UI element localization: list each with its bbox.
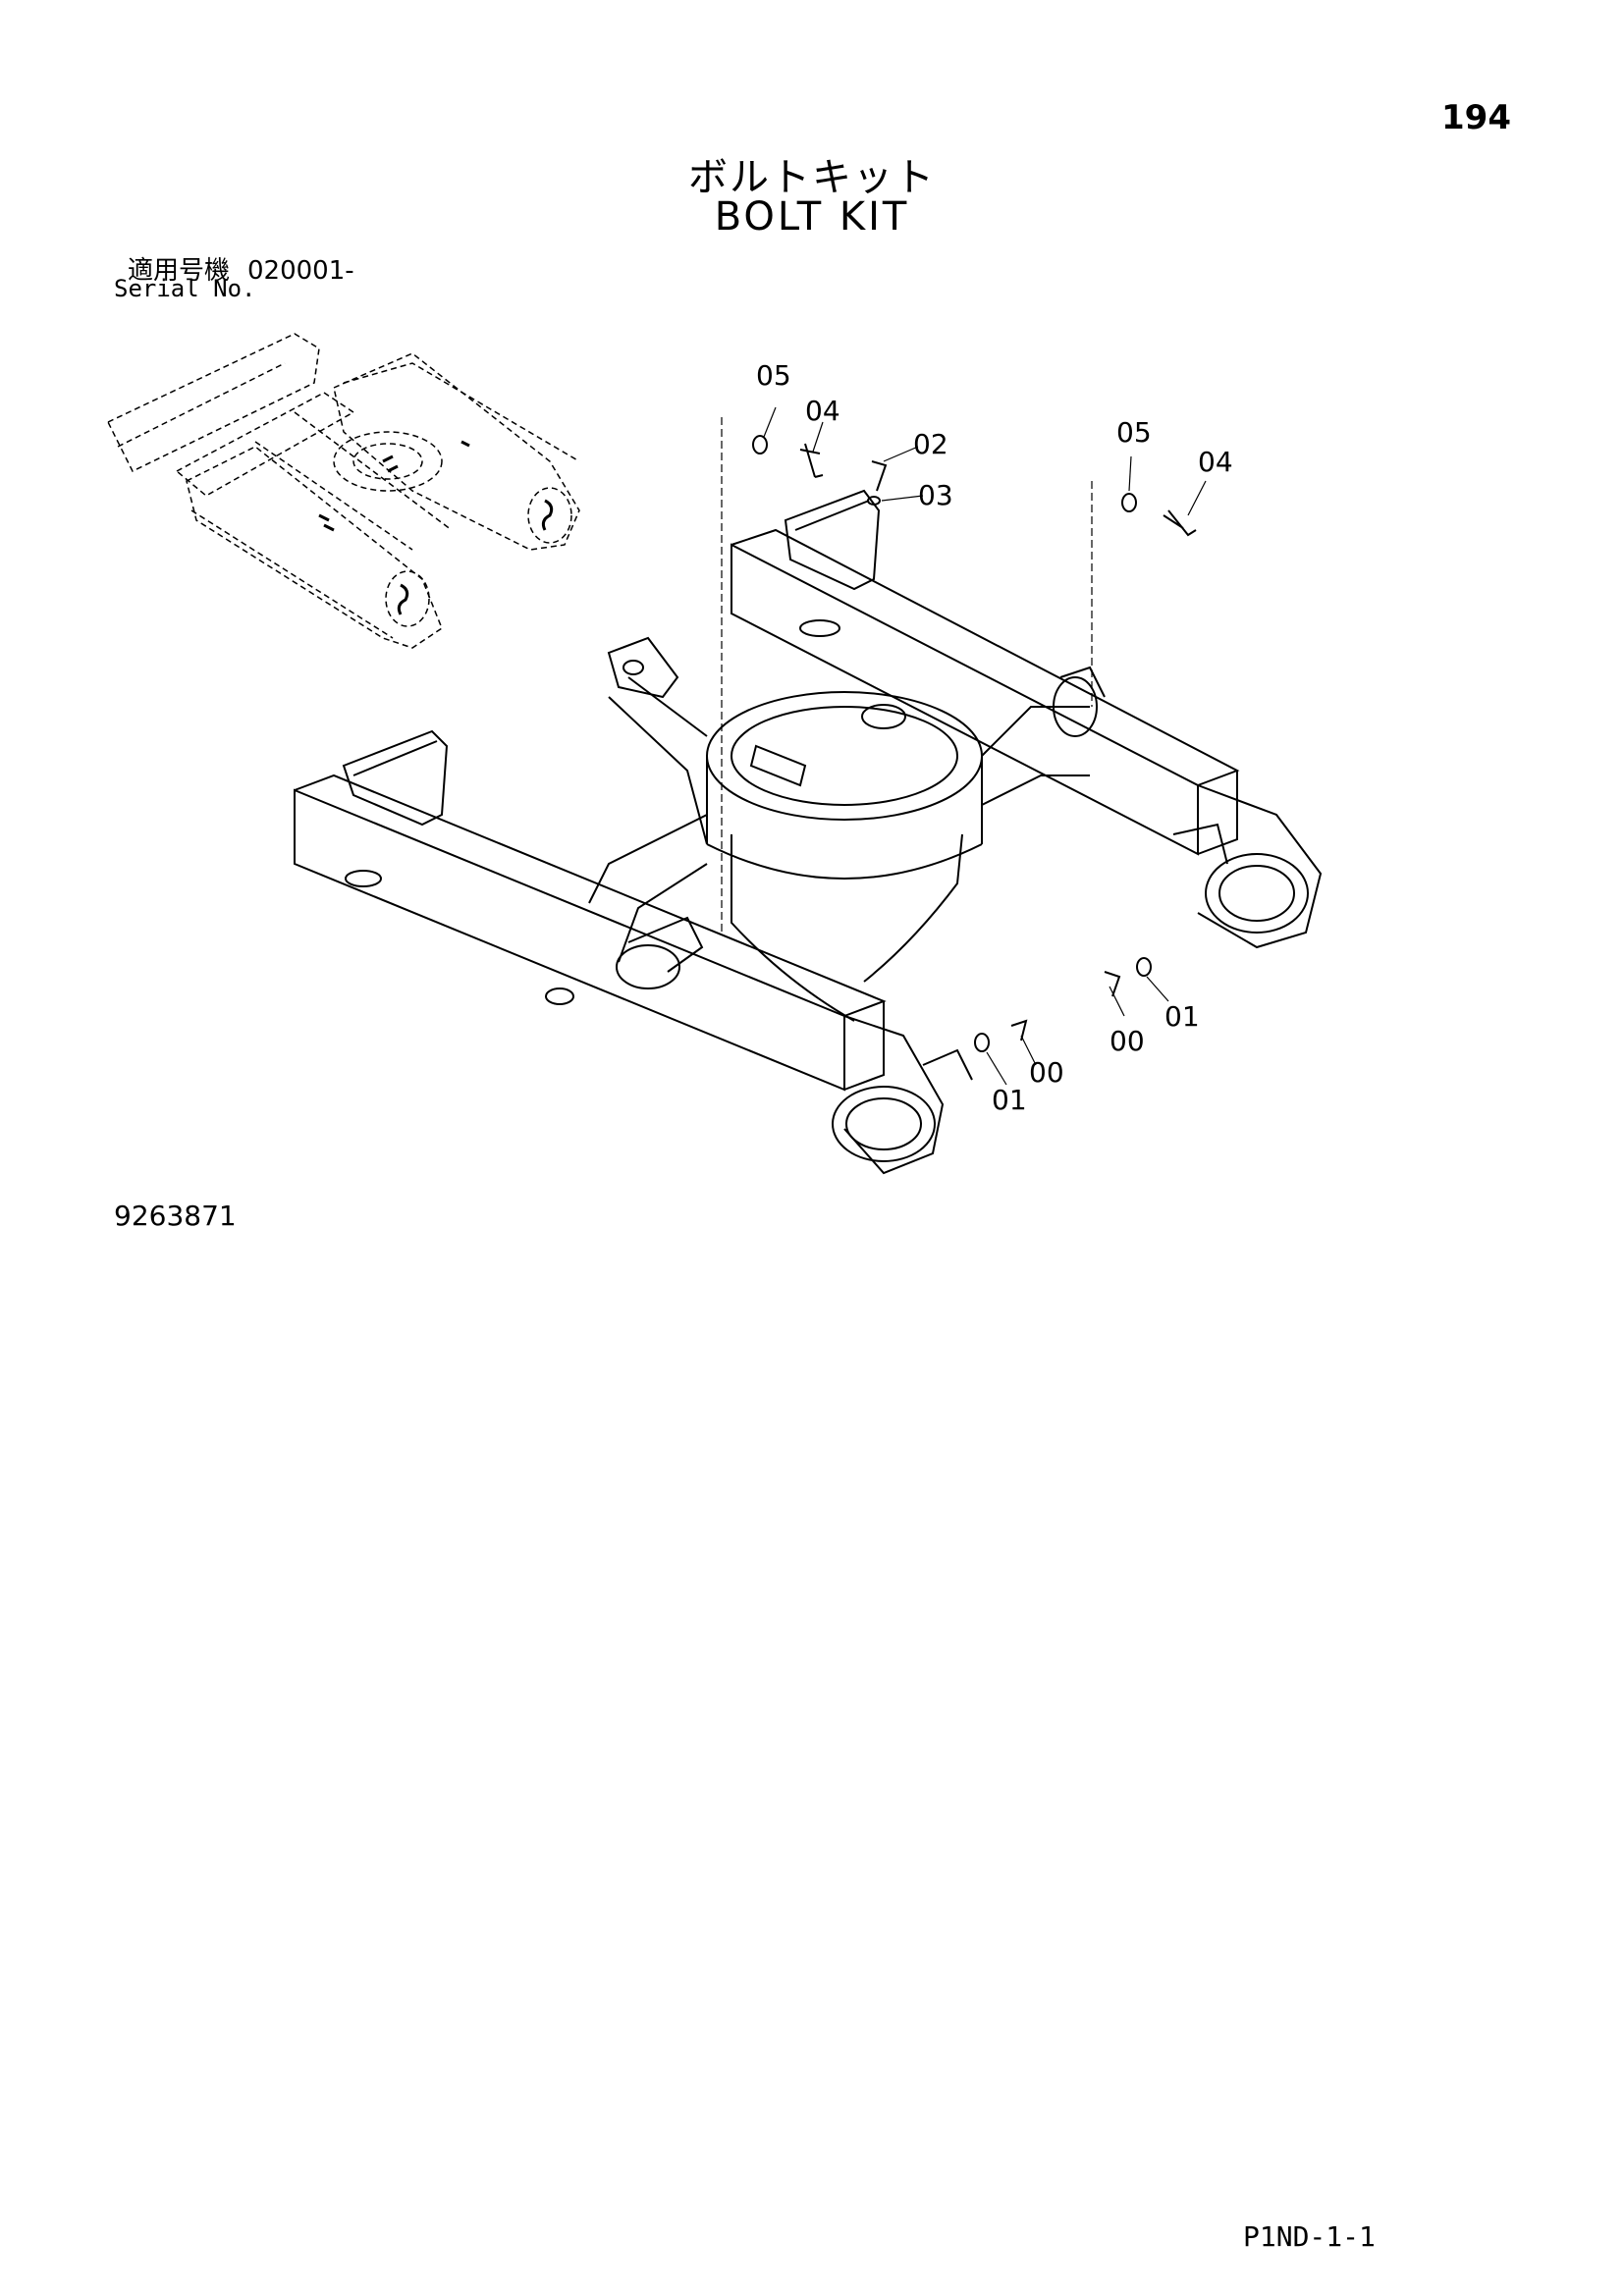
callout-label: 00 xyxy=(1029,1056,1064,1089)
page-number: 194 xyxy=(1441,98,1511,137)
callout-labels: 05 04 02 03 05 04 00 01 01 00 xyxy=(756,359,1233,1116)
callout-label: 02 xyxy=(913,428,948,460)
title-english: BOLT KIT xyxy=(714,194,910,240)
title-japanese: ボルトキット xyxy=(688,155,936,200)
page-code: P1ND-1-1 xyxy=(1243,2220,1376,2253)
callout-label: 01 xyxy=(992,1084,1027,1116)
callout-label: 04 xyxy=(1198,446,1233,478)
track-frame xyxy=(294,489,1323,1175)
callout-label: 01 xyxy=(1164,1000,1200,1033)
serial-row-japanese: 適用号機 020001- xyxy=(128,250,354,287)
serial-value: 020001- xyxy=(247,256,354,286)
leader-lines xyxy=(721,406,1207,1086)
overview-highlight-bolts xyxy=(318,440,554,615)
drawing-number: 9263871 xyxy=(114,1200,237,1232)
serial-label-japanese: 適用号機 xyxy=(128,256,231,286)
overview-thumbnail xyxy=(106,333,580,649)
callout-label: 05 xyxy=(756,359,791,392)
callout-label: 03 xyxy=(918,479,953,511)
serial-label-english: Serial No. xyxy=(114,275,256,302)
callout-label: 04 xyxy=(805,395,840,427)
exploded-fasteners xyxy=(752,435,1197,1052)
callout-label: 05 xyxy=(1116,416,1152,449)
callout-label: 00 xyxy=(1110,1025,1145,1057)
